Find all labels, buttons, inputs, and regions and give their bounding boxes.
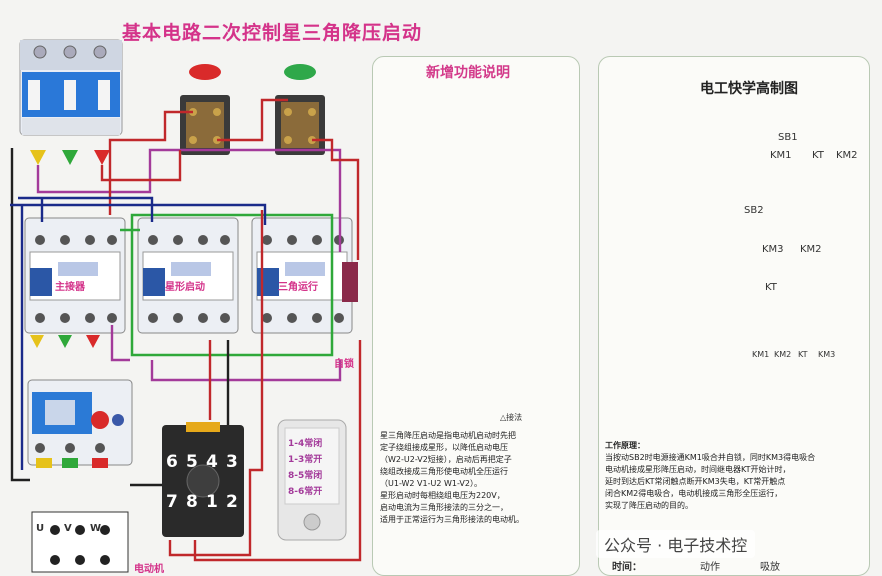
time-label: 时间：	[612, 562, 642, 573]
function-panel	[372, 56, 580, 576]
work-principle: 工作原理： 当按动SB2时电源接通KM1吸合并自锁，同时KM3得电吸合 电动机接…	[605, 440, 863, 512]
contactor-delta	[251, 217, 358, 334]
schematic-panel	[598, 56, 870, 576]
function-text-line: 启动电流为三角形接法的三分之一，	[380, 503, 508, 512]
schem-label-sb1: SB1	[778, 132, 798, 143]
contactor-star	[137, 217, 239, 334]
circuit-breaker	[19, 39, 123, 165]
socket-pin-7: 7	[166, 492, 178, 512]
start-button	[275, 64, 325, 155]
work-principle-line: 当按动SB2时电源接通KM1吸合并自锁，同时KM3得电吸合	[605, 453, 816, 462]
thermal-overload-relay	[27, 379, 133, 468]
function-text-line: 适用于正常运行为三角形接法的电动机。	[380, 515, 524, 524]
motor-terminal-u: U	[36, 523, 45, 534]
page-title: 基本电路二次控制星三角降压启动	[122, 22, 423, 44]
socket-pin-4: 4	[206, 452, 218, 472]
motor-terminal-v: V	[64, 523, 72, 534]
work-principle-line: 电动机接成星形降压启动，时间继电器KT开始计时，	[605, 465, 791, 474]
function-text-line: （U1-W2 V1-U2 W1-V2）。	[380, 479, 482, 488]
contactor-delta-label: 三角运行	[278, 282, 318, 293]
function-text-line: 星三角降压启动是指电动机启动时先把	[380, 431, 516, 440]
schematic-panel-title: 电工快学高制图	[700, 81, 798, 97]
socket-pin-1: 1	[206, 492, 218, 512]
function-panel-title: 新增功能说明	[426, 65, 510, 81]
schem-coil-km2: KM2	[774, 350, 792, 359]
motor-label: 电动机	[134, 564, 164, 575]
contactor-main-label: 主接器	[55, 282, 85, 293]
schem-coil-kt: KT	[798, 350, 808, 359]
work-principle-line: 实现了降压启动的目的。	[605, 501, 693, 510]
socket-pin-3: 3	[226, 452, 238, 472]
work-principle-line: 延时到达后KT常闭触点断开KM3失电，KT常开触点	[605, 477, 786, 486]
contactor-main	[24, 217, 126, 334]
time-relay	[277, 419, 347, 541]
legend-release: 吸放	[760, 562, 780, 573]
schem-label-km2-b: KM2	[800, 244, 822, 255]
schem-label-kt: KT	[812, 150, 824, 161]
schem-label-km2: KM2	[836, 150, 858, 161]
time-relay-socket	[162, 422, 244, 537]
function-text-line: （W2-U2-V2短接），启动后再把定子	[380, 455, 512, 464]
schem-label-km3: KM3	[762, 244, 784, 255]
relay-legend-2: 1-3常开	[288, 455, 323, 465]
work-principle-line: 闭合KM2得电吸合，电动机接成三角形全压运行，	[605, 489, 783, 498]
socket-pin-2: 2	[226, 492, 238, 512]
schem-label-sb2: SB2	[744, 205, 764, 216]
self-lock-label: 自锁	[334, 359, 354, 370]
delta-label: △接法	[500, 413, 523, 422]
wires	[10, 98, 362, 562]
schem-label-km1: KM1	[770, 150, 792, 161]
stop-button	[180, 64, 230, 155]
motor-terminal-box	[31, 511, 129, 573]
self-lock-green-box	[130, 213, 334, 357]
socket-pin-8: 8	[186, 492, 198, 512]
schem-label-kt-b: KT	[765, 282, 777, 293]
relay-legend-1: 1-4常闭	[288, 439, 323, 449]
function-text-line: 定子绕组接成星形，以降低启动电压	[380, 443, 508, 452]
schem-coil-km3: KM3	[818, 350, 836, 359]
legend-action: 动作	[700, 562, 720, 573]
function-text: 星三角降压启动是指电动机启动时先把 定子绕组接成星形，以降低启动电压 （W2-U…	[380, 430, 576, 526]
contactor-star-label: 星形启动	[165, 282, 205, 293]
motor-terminal-w: W	[90, 523, 102, 534]
schem-coil-km1: KM1	[752, 350, 770, 359]
function-text-line: 星形启动时每相绕组电压为220V，	[380, 491, 505, 500]
socket-pin-6: 6	[166, 452, 178, 472]
watermark: 公众号 · 电子技术控	[596, 530, 756, 558]
function-text-line: 绕组改接成三角形使电动机全压运行	[380, 467, 508, 476]
relay-legend-3: 8-5常闭	[288, 471, 323, 481]
socket-pin-5: 5	[186, 452, 198, 472]
relay-legend-4: 8-6常开	[288, 487, 323, 497]
work-principle-title: 工作原理：	[605, 441, 645, 450]
